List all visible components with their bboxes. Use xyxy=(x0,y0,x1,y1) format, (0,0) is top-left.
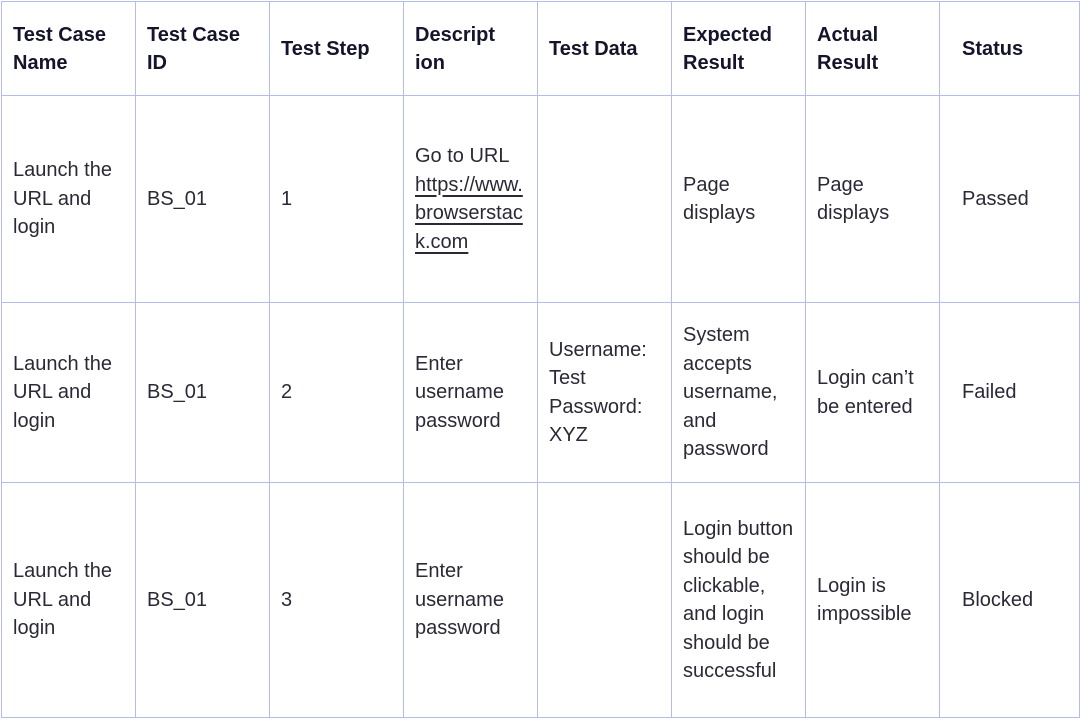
header-description: Descript ion xyxy=(403,1,538,96)
header-status: Status xyxy=(939,1,1080,96)
header-test-step: Test Step xyxy=(269,1,404,96)
cell-description: Go to URL https://www.browserstack.com xyxy=(403,95,538,303)
cell-expected-result: Login button should be clickable, and lo… xyxy=(671,482,806,718)
cell-test-step: 3 xyxy=(269,482,404,718)
cell-actual-result: Page displays xyxy=(805,95,940,303)
cell-actual-result: Login can’t be entered xyxy=(805,302,940,483)
cell-test-case-name: Launch the URL and login xyxy=(1,482,136,718)
cell-test-data xyxy=(537,95,672,303)
cell-status: Passed xyxy=(939,95,1080,303)
cell-test-data: Username: Test Password: XYZ xyxy=(537,302,672,483)
cell-description: Enter username password xyxy=(403,302,538,483)
cell-test-case-id: BS_01 xyxy=(135,482,270,718)
cell-status: Failed xyxy=(939,302,1080,483)
cell-status: Blocked xyxy=(939,482,1080,718)
description-text: Go to URL xyxy=(415,145,510,167)
header-test-case-name: Test Case Name xyxy=(1,1,136,96)
browserstack-url-link[interactable]: https://www.browserstack.com xyxy=(415,173,523,253)
cell-description: Enter username password xyxy=(403,482,538,718)
header-expected-result: Expected Result xyxy=(671,1,806,96)
cell-expected-result: Page displays xyxy=(671,95,806,303)
cell-test-step: 2 xyxy=(269,302,404,483)
header-test-data: Test Data xyxy=(537,1,672,96)
cell-expected-result: System accepts username, and password xyxy=(671,302,806,483)
header-test-case-id: Test Case ID xyxy=(135,1,270,96)
cell-test-step: 1 xyxy=(269,95,404,303)
cell-test-case-name: Launch the URL and login xyxy=(1,302,136,483)
cell-test-data xyxy=(537,482,672,718)
table-row: Launch the URL and login BS_01 3 Enter u… xyxy=(1,482,1080,718)
cell-actual-result: Login is impossible xyxy=(805,482,940,718)
cell-test-case-id: BS_01 xyxy=(135,95,270,303)
header-actual-result: Actual Result xyxy=(805,1,940,96)
cell-test-case-id: BS_01 xyxy=(135,302,270,483)
table-row: Launch the URL and login BS_01 1 Go to U… xyxy=(1,95,1080,303)
header-row: Test Case Name Test Case ID Test Step De… xyxy=(1,1,1080,96)
table-row: Launch the URL and login BS_01 2 Enter u… xyxy=(1,302,1080,483)
cell-test-case-name: Launch the URL and login xyxy=(1,95,136,303)
